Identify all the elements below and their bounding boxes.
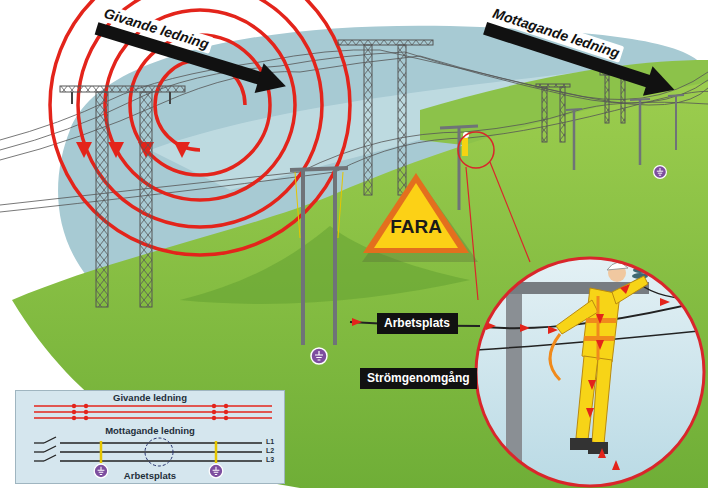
triangle-fill — [374, 183, 458, 248]
switch-lead — [34, 451, 44, 452]
earth-symbol — [209, 464, 223, 478]
lattice-tower — [338, 40, 433, 195]
line-joint — [212, 404, 216, 408]
line-joint — [212, 410, 216, 414]
earth-symbol — [654, 166, 667, 179]
green-hill — [12, 82, 708, 488]
legend-inset-box: Givande ledningMottagande ledningL1L2L3A… — [15, 390, 285, 484]
warning-text: FARA — [360, 216, 472, 238]
switch-blade — [44, 437, 56, 443]
line-joint — [72, 410, 76, 414]
earth-lead — [215, 441, 218, 463]
phase-label: L2 — [266, 446, 274, 455]
worker — [550, 262, 648, 454]
line-joint — [84, 410, 88, 414]
phase-label: L3 — [266, 455, 274, 464]
switch-blade — [44, 455, 56, 461]
feeder-line — [34, 417, 272, 419]
zoom-ring — [458, 132, 494, 168]
work-zone — [145, 438, 173, 466]
receiving-line — [60, 460, 262, 461]
switch-lead — [34, 460, 44, 461]
line-joint — [224, 410, 228, 414]
triangle-outline — [360, 170, 472, 256]
earth-symbol — [94, 464, 108, 478]
earth-lead — [100, 441, 103, 463]
legend-text: Arbetsplats — [16, 470, 284, 482]
pole — [440, 95, 684, 210]
switch-lead — [34, 442, 44, 443]
feeder-line — [34, 405, 272, 407]
feeder-line — [34, 411, 272, 413]
receiving-line — [60, 442, 262, 443]
triangle-border — [363, 173, 469, 253]
earth-symbol — [311, 348, 327, 364]
pole-frame — [290, 168, 348, 345]
line-joint — [224, 404, 228, 408]
legend-text: Mottagande ledning — [16, 425, 284, 437]
receiving-line — [60, 451, 262, 452]
current-arrows — [352, 318, 362, 326]
line-joint — [224, 416, 228, 420]
lattice-tower-far — [536, 72, 630, 142]
line-joint — [84, 404, 88, 408]
label-box: Strömgenomgång — [360, 368, 477, 389]
inset-ring — [476, 258, 704, 486]
label-box: Arbetsplats — [377, 313, 458, 334]
switch-blade — [44, 446, 56, 452]
line-joint — [72, 416, 76, 420]
line-joint — [72, 404, 76, 408]
label-text: Strömgenomgång — [367, 368, 470, 389]
line-joint — [84, 416, 88, 420]
phase-label: L1 — [266, 437, 274, 446]
zoom-leader — [466, 162, 530, 300]
field-arrowheads — [76, 142, 190, 158]
line-joint — [212, 416, 216, 420]
warning-triangle: FARA — [360, 170, 472, 256]
current-arrows — [486, 284, 696, 470]
magnified-inset — [470, 255, 708, 488]
lattice-tower — [60, 86, 185, 307]
legend-text: Givande ledning — [16, 392, 284, 404]
label-text: Arbetsplats — [384, 313, 450, 334]
